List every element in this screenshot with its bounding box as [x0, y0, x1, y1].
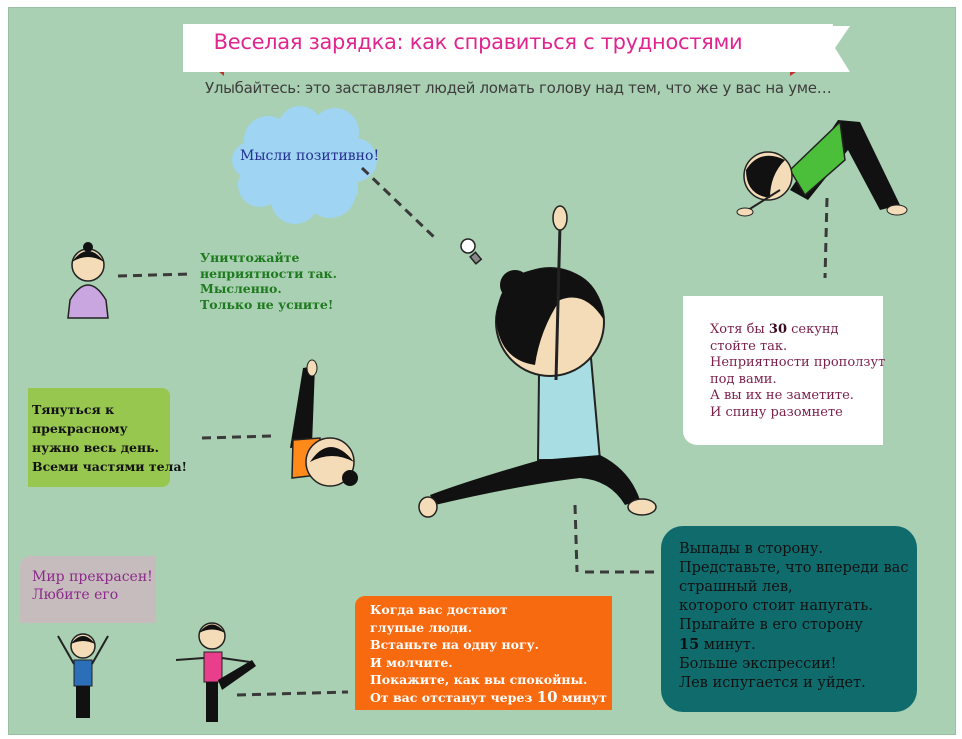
lunge-tip-line: Лев испугается и уйдет. [679, 675, 866, 691]
lunge-tip-line: которого стоит напугать. [679, 598, 873, 614]
standing-tip-text: минут [557, 689, 607, 705]
meditation-figure [67, 242, 109, 319]
stretch-figure [290, 359, 358, 487]
lightbulb-icon [460, 238, 483, 265]
stretch-tip-line: Всеми частями тела! [32, 459, 188, 474]
plank-tip-box: Хотя бы 30 секунд стойте так. Неприятнос… [683, 296, 886, 445]
lunge-tip-line: страшный лев, [679, 579, 793, 595]
lunge-tip-line: Прыгайте в его сторону [679, 617, 863, 633]
page-subtitle: Улыбайтесь: это заставляет людей ломать … [205, 79, 832, 97]
lunge-tip-line: Выпады в сторону. [679, 541, 824, 557]
standing-tip-line: Покажите, как вы спокойны. [370, 672, 588, 687]
thought-cloud [232, 106, 377, 224]
standing-tip-line: Встаньте на одну ногу. [370, 637, 539, 652]
plank-tip-line: А вы их не заметите. [710, 388, 854, 403]
lunge-figure [418, 205, 657, 518]
plank-tip-first-line: Хотя бы 30 секунд [710, 322, 883, 339]
title-ribbon-band [183, 24, 833, 72]
standing-tip-line: И молчите. [370, 654, 453, 670]
meditation-tip-line: Уничтожайте [200, 250, 300, 265]
standing-tip-box: Когда вас достают глупые люди. Встаньте … [355, 596, 612, 710]
meditation-tip-line: Только не усните! [200, 296, 334, 312]
meditation-tip-line: неприятности так. [200, 265, 337, 281]
meditation-tip-line: Мысленно. [200, 281, 282, 296]
plank-tip-text: секунд [787, 322, 839, 337]
lunge-tip-text: минут. [699, 637, 756, 653]
lunge-tip-box: Выпады в сторону. Представьте, что впере… [661, 526, 917, 712]
plank-tip-line: стойте так. [710, 338, 788, 354]
downward-dog-figure [736, 120, 908, 217]
standing-tip-line: Когда вас достают [370, 602, 508, 617]
standing-tip-last-line: От вас отстанут через 10 минут [370, 687, 612, 707]
plank-tip-number: 30 [768, 322, 788, 337]
plank-tip-line: Неприятности проползут [710, 355, 886, 370]
one-leg-figure [175, 622, 256, 722]
standing-tip-line: глупые люди. [370, 619, 473, 635]
cloud-text: Мысли позитивно! [240, 148, 380, 164]
stretch-tip-line: Тянуться к [32, 402, 115, 417]
lunge-tip-line: Представьте, что впереди вас [679, 560, 909, 576]
plank-tip-text: Хотя бы [710, 322, 769, 337]
world-tip-line: Мир прекрасен! [32, 569, 153, 585]
stretch-tip-box: Тянуться к прекрасному нужно весь день. … [28, 388, 188, 487]
world-tip-line: Любите его [32, 587, 119, 603]
stretch-tip-line: прекрасному [32, 421, 128, 436]
standing-tip-number: 10 [536, 687, 558, 706]
lunge-tip-number-line: 15 минут. [679, 635, 911, 655]
world-tip-box: Мир прекрасен! Любите его [20, 556, 156, 623]
meditation-tip: Уничтожайте неприятности так. Мысленно. … [200, 250, 337, 312]
plank-tip-line: И спину разомнете [710, 404, 843, 420]
dashed-connectors [117, 166, 829, 697]
plank-tip-line: под вами. [710, 371, 777, 387]
stretch-tip-line: нужно весь день. [32, 440, 159, 455]
standing-tip-text: От вас отстанут через [370, 689, 537, 705]
lunge-tip-number: 15 [679, 636, 700, 653]
arms-raised-figure [57, 633, 109, 718]
page-title: Веселая зарядка: как справиться с трудно… [213, 30, 743, 54]
lunge-tip-line: Больше экспрессии! [679, 656, 837, 672]
